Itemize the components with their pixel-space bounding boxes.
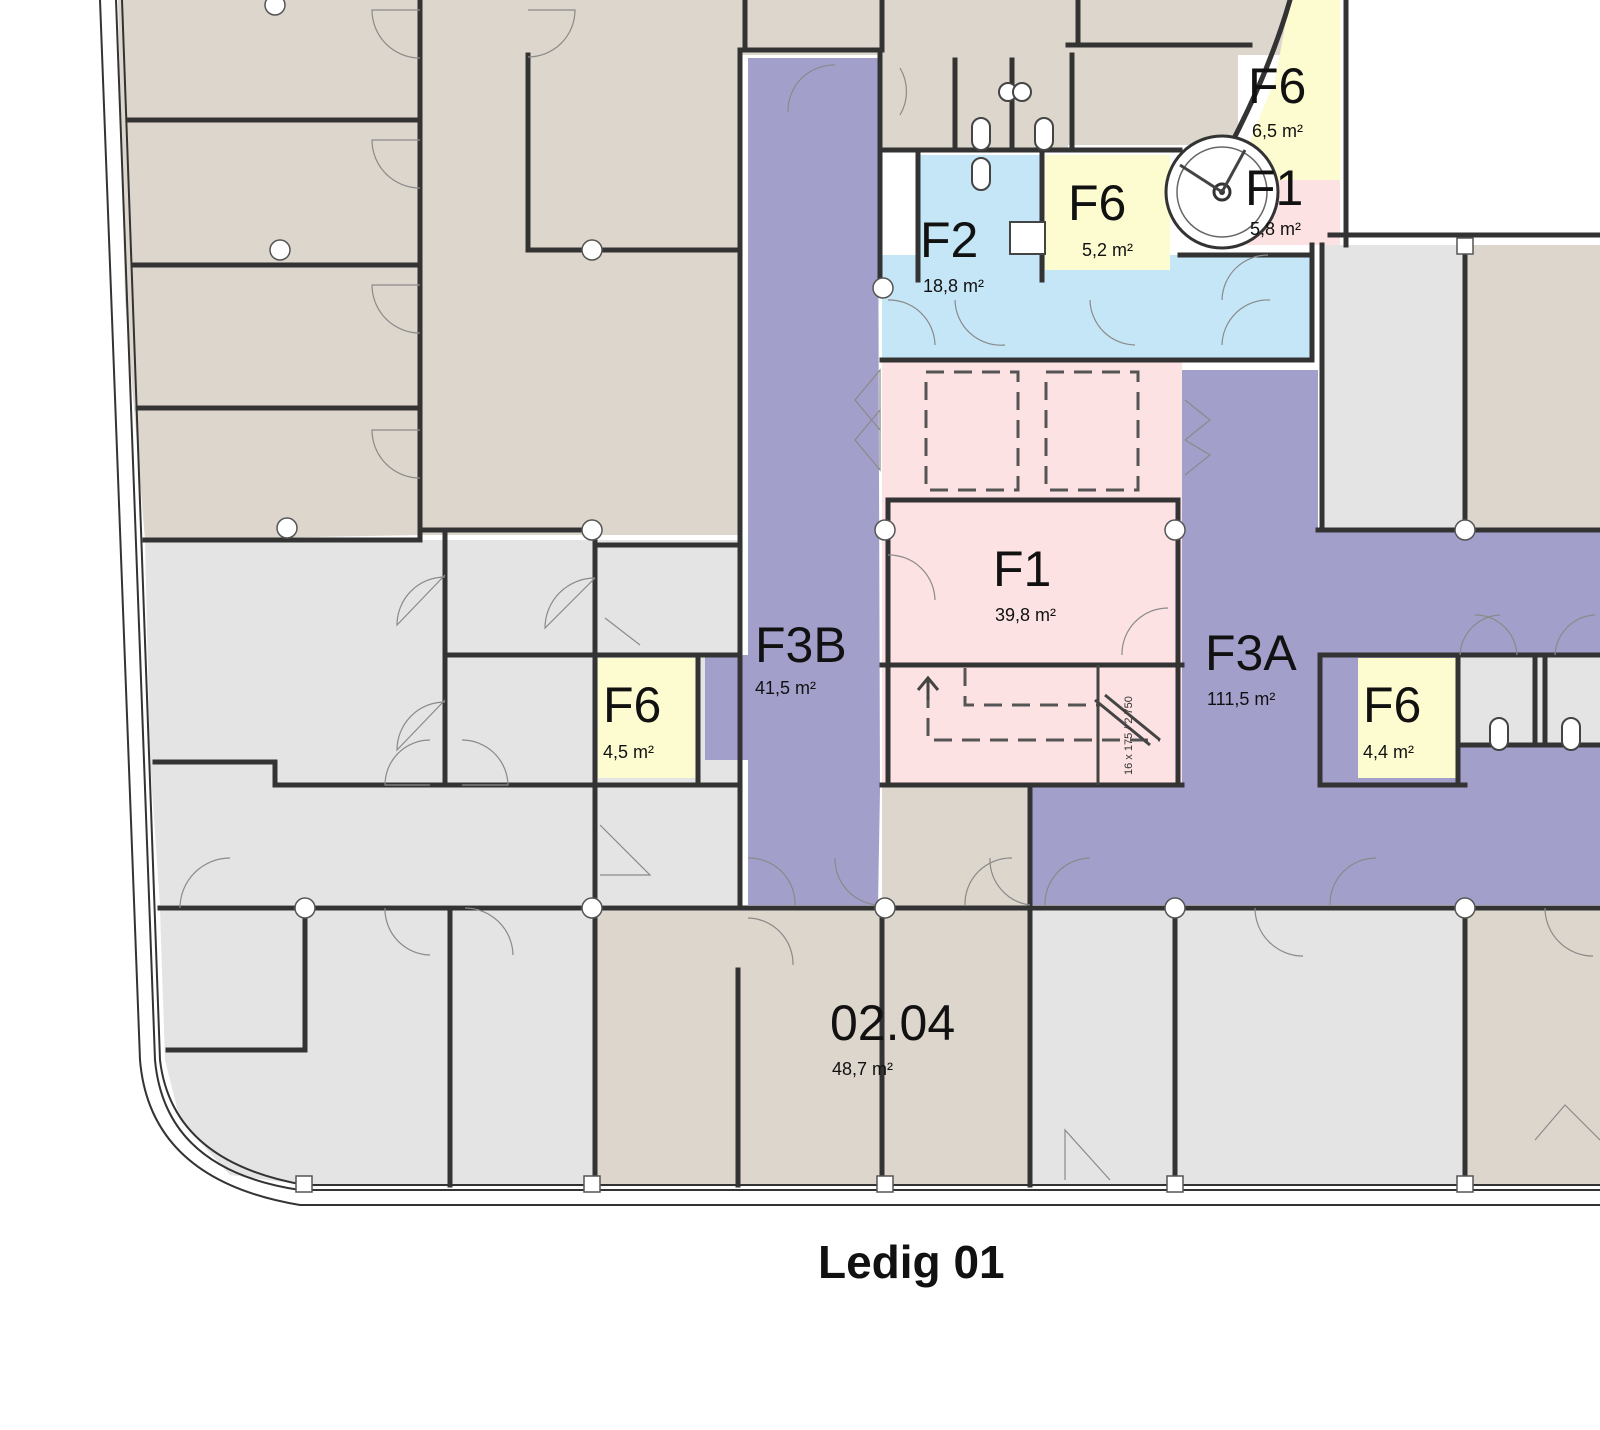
columns	[264, 0, 1476, 1193]
room-code: F6	[1248, 58, 1306, 114]
toilet-accessible	[971, 157, 991, 191]
room-area: 111,5 m²	[1207, 689, 1275, 709]
spiral-stair	[1164, 134, 1280, 250]
room-code: F6	[1068, 175, 1126, 231]
room-area: 6,5 m²	[1252, 121, 1303, 141]
room-f6-top-fill	[1045, 155, 1170, 270]
shaft-2	[1044, 370, 1140, 492]
room-area: 5,8 m²	[1250, 219, 1301, 239]
room-labels: F6 6,5 m² F1 5,8 m² F2 18,8 m² F6 5,2 m²…	[603, 58, 1421, 1079]
stair-cut-2	[1104, 693, 1161, 742]
room-code: F6	[1363, 677, 1421, 733]
sink-2	[1012, 82, 1032, 102]
stair-note: 16 x 175 / 2 750	[1123, 696, 1135, 775]
room-code: F1	[1245, 160, 1303, 216]
room-code: F3B	[755, 617, 847, 673]
office-bottom-2	[882, 785, 1030, 910]
office-right	[1467, 245, 1600, 530]
storage-right	[1322, 245, 1467, 530]
room-area: 48,7 m²	[832, 1059, 893, 1079]
room-code: F6	[603, 677, 661, 733]
facade	[99, 0, 1600, 1206]
room-f3b-fill	[705, 58, 880, 905]
office-bottom-1	[595, 910, 740, 1185]
storage-block-left	[145, 540, 738, 905]
office-block-center	[420, 0, 738, 535]
room-area: 18,8 m²	[923, 276, 984, 296]
shaft-zone-fill	[882, 360, 1182, 495]
room-02-04-fill	[740, 910, 1030, 1185]
room-area: 4,4 m²	[1363, 742, 1414, 762]
room-area: 39,8 m²	[995, 605, 1056, 625]
toilet-4	[1561, 717, 1581, 751]
toilet-1	[971, 117, 991, 151]
room-f6-left-fill	[598, 658, 698, 778]
room-f6-corner-fill	[1230, 0, 1340, 180]
spiral-inner	[1176, 146, 1268, 238]
room-f6-right-fill	[1358, 658, 1458, 778]
stair-landing	[963, 668, 1100, 707]
wc-fixtures	[971, 82, 1581, 751]
storage-bottom-right	[1030, 910, 1465, 1185]
shafts	[916, 370, 1161, 785]
room-code: F2	[920, 212, 978, 268]
room-area: 4,5 m²	[603, 742, 654, 762]
stair-run	[926, 690, 1160, 742]
toilet-3	[1489, 717, 1509, 751]
stair-arrow-head	[916, 675, 940, 691]
door-swings	[179, 9, 1600, 1181]
storage-bottom-left	[160, 910, 595, 1185]
sanitary-corridor	[882, 255, 1312, 360]
office-top-right	[1068, 50, 1238, 145]
plan-title: Ledig 01	[818, 1236, 1005, 1288]
room-area: 5,2 m²	[1082, 240, 1133, 260]
shaft-1	[924, 370, 1020, 492]
toilet-2	[1034, 117, 1054, 151]
office-bottom-right	[1465, 910, 1600, 1185]
sink-accessible	[1009, 221, 1046, 255]
room-code: F3A	[1205, 625, 1297, 681]
spiral-core	[1212, 182, 1232, 202]
room-code: F1	[993, 541, 1051, 597]
room-area: 41,5 m²	[755, 678, 816, 698]
stair-cut-1	[1094, 698, 1151, 747]
room-f1-large-fill	[882, 495, 1182, 665]
room-code: 02.04	[830, 995, 955, 1051]
office-block-left	[118, 0, 420, 540]
